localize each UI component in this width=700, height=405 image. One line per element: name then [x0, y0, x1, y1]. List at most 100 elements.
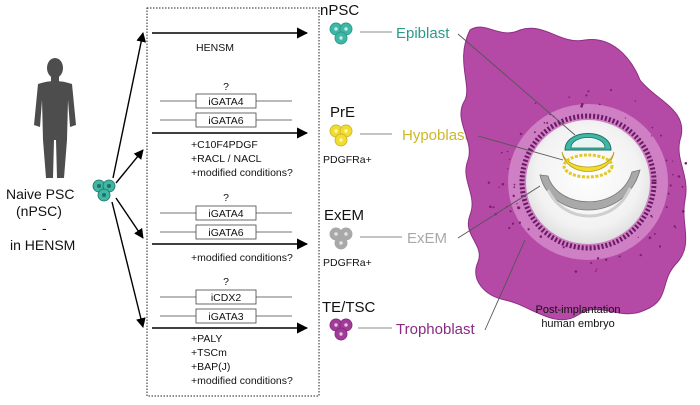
speckle-dot — [574, 270, 578, 273]
fan-arrow-1 — [112, 32, 147, 179]
caption-line-2: human embryo — [541, 318, 614, 330]
source-line-1: Naive PSC — [6, 186, 74, 202]
pathway-2-condition-1: +C10F4PDGF — [191, 139, 258, 151]
pathway-4-gene-1-box — [195, 289, 257, 305]
source-label: Naive PSC (nPSC) - in HENSM — [6, 186, 75, 253]
speckle-dot — [511, 222, 515, 225]
speckle-dot — [605, 258, 608, 261]
pathway-3-condition-1: +modified conditions? — [191, 252, 293, 264]
speckle-dot — [651, 216, 653, 218]
speckle-dot — [534, 102, 537, 104]
speckle-dot — [489, 205, 492, 209]
tissue-3: ExEM — [407, 230, 447, 247]
speckle-dot — [660, 134, 662, 137]
caption-line-1: Post-implantation — [536, 304, 621, 316]
speckle-dot — [595, 268, 598, 270]
tissue-4: Trophoblast — [396, 321, 475, 338]
speckle-dot — [672, 173, 674, 176]
pathway-1-label: HENSM — [196, 42, 234, 54]
speckle-dot — [498, 186, 500, 188]
speckle-dot — [671, 160, 674, 162]
speckle-dot — [492, 206, 495, 209]
pathway-2-condition-3: +modified conditions? — [191, 167, 293, 179]
speckle-dot — [508, 226, 511, 230]
speckle-dot — [590, 261, 593, 265]
connector-hypoblast — [477, 135, 564, 161]
pathway-2: ? iGATA4 iGATA6 +C10F4PDGF +RACL / NACL … — [152, 81, 309, 179]
connector-epiblast — [457, 33, 576, 136]
speckle-dot — [595, 270, 597, 273]
tissue-2: Hypoblast — [402, 127, 470, 144]
embryo-connectors — [457, 33, 576, 331]
output-4-cell-cluster-icon — [329, 318, 353, 341]
speckle-dot — [543, 122, 546, 124]
embryo-yolk-sac — [562, 153, 614, 179]
speckle-dot — [562, 246, 565, 249]
speckle-dot — [650, 214, 653, 217]
pathway-4-gene-2: iGATA3 — [208, 311, 243, 323]
speckle-dot — [506, 150, 509, 153]
speckle-dot — [667, 192, 670, 195]
connector-exem — [457, 185, 541, 239]
speckle-dot — [513, 186, 516, 188]
speckle-dot — [527, 228, 530, 231]
connector-trophoblast — [484, 239, 526, 331]
speckle-dot — [681, 210, 685, 213]
speckle-dot — [568, 96, 571, 99]
embryo-amnion — [570, 137, 606, 149]
speckle-dot — [539, 235, 543, 238]
speckle-dot — [487, 181, 490, 184]
pathway-3-question: ? — [223, 192, 229, 204]
pathway-4-condition-3: +BAP(J) — [191, 361, 230, 373]
speckle-dot — [665, 206, 668, 209]
embryo-hypoblast — [561, 151, 615, 172]
speckle-dot — [669, 184, 672, 187]
speckle-dot — [507, 167, 509, 170]
speckle-dot — [651, 126, 654, 129]
embryo-exem-arc — [539, 169, 641, 211]
source-line-4: in HENSM — [10, 237, 75, 253]
speckle-dot — [684, 162, 688, 165]
embryo-exem-arc-2 — [546, 187, 632, 218]
source-line-3: - — [42, 220, 47, 236]
cell-cluster-icon — [92, 179, 116, 202]
speckle-dot — [596, 257, 600, 260]
pathway-3-gene-2-box — [195, 224, 257, 240]
speckle-dot — [637, 236, 639, 238]
speckle-dot — [517, 206, 521, 210]
pathway-3: ? iGATA4 iGATA6 +modified conditions? — [152, 192, 309, 264]
pathway-3-gene-2: iGATA6 — [208, 227, 243, 239]
output-3-cell-cluster-icon — [329, 227, 353, 250]
output-3-cell-label: ExEM — [324, 207, 364, 224]
pathway-3-gene-1: iGATA4 — [208, 208, 243, 220]
speckle-dot — [665, 159, 668, 162]
speckle-dot — [516, 203, 518, 205]
speckle-dot — [518, 221, 522, 224]
speckle-dot — [533, 131, 536, 134]
pathway-4-question: ? — [223, 276, 229, 288]
speckle-dot — [624, 117, 627, 119]
embryo-cavity — [526, 120, 650, 244]
pathway-1: HENSM — [152, 27, 309, 54]
speckle-dot — [653, 232, 656, 235]
speckle-dot — [585, 94, 588, 97]
human-silhouette-icon — [34, 58, 76, 178]
speckle-dot — [678, 176, 681, 178]
fan-arrow-3 — [115, 197, 144, 239]
pathway-4-gene-2-box — [195, 308, 257, 324]
pathway-2-gene-2: iGATA6 — [208, 115, 243, 127]
embryo-illustration — [460, 26, 688, 321]
pathway-4-condition-2: +TSCm — [191, 347, 227, 359]
pathway-2-gene-1: iGATA4 — [208, 96, 243, 108]
speckle-dot — [546, 122, 549, 124]
pathway-4-gene-1: iCDX2 — [211, 292, 242, 304]
speckle-dot — [598, 103, 601, 106]
embryo-caption: Post-implantation human embryo — [536, 304, 621, 330]
speckle-dot — [673, 225, 676, 228]
speckle-dot — [513, 183, 516, 186]
speckle-dot — [580, 102, 584, 106]
speckle-dot — [681, 185, 684, 188]
pathway-2-question: ? — [223, 81, 229, 93]
